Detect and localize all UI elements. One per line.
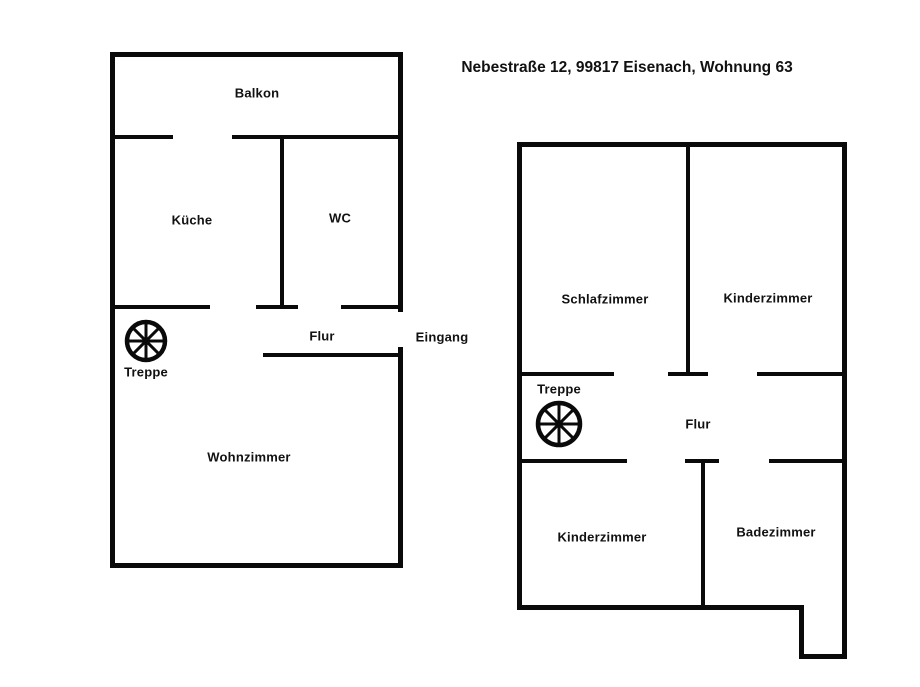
room-label-balkon: Balkon: [234, 85, 280, 101]
annotation-eingang: Eingang: [415, 329, 469, 345]
wall-right-plan-left: [517, 142, 522, 610]
wall-corridor-bottom-right-segment: [769, 459, 845, 463]
room-label-kinderzimmer-bottom: Kinderzimmer: [557, 529, 647, 545]
wall-mid-right-segment: [341, 305, 402, 309]
wall-left-plan-right-lower: [398, 347, 403, 568]
wall-mid-left-segment: [112, 305, 210, 309]
wall-corridor-top-center-segment: [668, 372, 708, 376]
wall-left-plan-left: [110, 52, 115, 568]
room-label-wohnzimmer: Wohnzimmer: [207, 449, 291, 465]
spiral-staircase-icon: [124, 319, 168, 363]
room-label-flur-left: Flur: [309, 328, 335, 344]
wall-balkon-right-segment: [232, 135, 402, 139]
wall-right-plan-bottom: [517, 605, 804, 610]
wall-schlaf-kinder-divider: [686, 144, 690, 376]
wall-right-plan-right: [842, 142, 847, 659]
wall-balkon-left-segment: [112, 135, 173, 139]
wall-left-plan-right-upper: [398, 52, 403, 312]
wall-right-plan-top: [517, 142, 847, 147]
wall-notch-vertical: [799, 605, 804, 659]
page-title: Nebestraße 12, 99817 Eisenach, Wohnung 6…: [461, 59, 793, 76]
wall-corridor-top-left-segment: [520, 372, 614, 376]
wall-mid-center-segment: [256, 305, 298, 309]
wall-left-plan-top: [110, 52, 403, 57]
room-label-kinderzimmer-top: Kinderzimmer: [723, 290, 813, 306]
wall-corridor-bottom-left-segment: [520, 459, 627, 463]
room-label-kueche: Küche: [171, 212, 213, 228]
wall-notch-bottom: [799, 654, 847, 659]
room-label-wc: WC: [328, 210, 352, 226]
wall-flur-bottom: [263, 353, 402, 357]
room-label-badezimmer: Badezimmer: [736, 524, 816, 540]
room-label-schlafzimmer: Schlafzimmer: [561, 291, 649, 307]
room-label-flur-right: Flur: [685, 416, 711, 432]
wall-left-plan-bottom: [110, 563, 403, 568]
annotation-treppe-right: Treppe: [537, 381, 581, 397]
wall-kinder-bade-divider: [701, 459, 705, 609]
wall-kueche-wc-divider: [280, 135, 284, 309]
wall-corridor-top-right-segment: [757, 372, 845, 376]
annotation-treppe-left: Treppe: [124, 364, 168, 380]
spiral-staircase-icon: [535, 400, 583, 448]
